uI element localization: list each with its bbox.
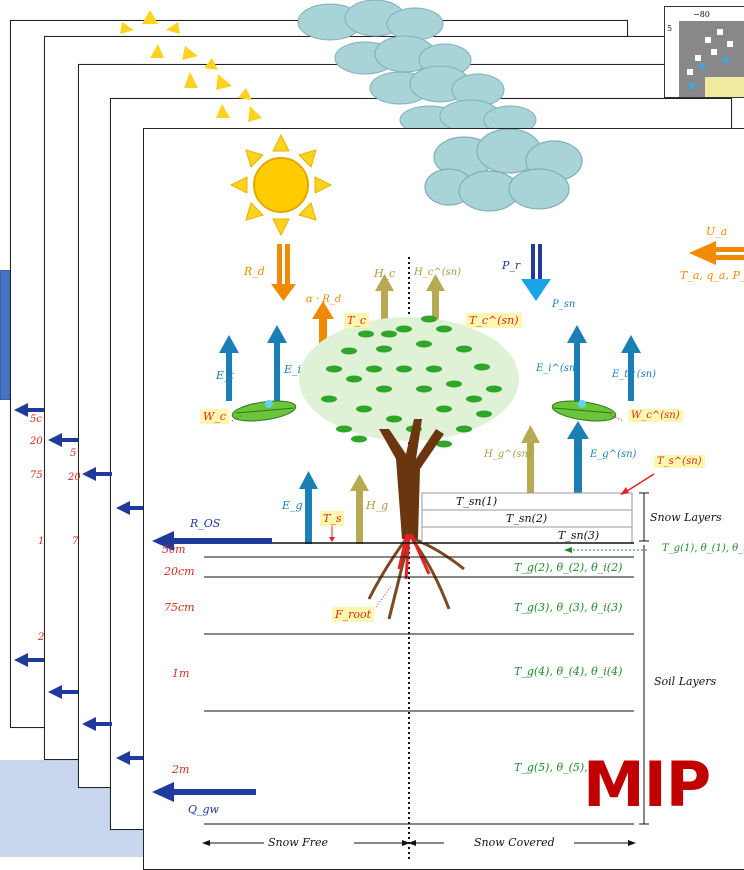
label-wc-sn: W_c^(sn) (628, 409, 683, 422)
label-hg-sn: H_g^(sn) (484, 449, 532, 460)
label-ts-sn: T_s^(sn) (654, 455, 705, 468)
label-layer-4: T_g(4), θ_(4), θ_i(4) (514, 665, 623, 678)
label-soil-layers: Soil Layers (654, 675, 717, 688)
label-forcing: T_a, q_a, P_ (680, 269, 744, 282)
label-layer-2: T_g(2), θ_(2), θ_i(2) (514, 561, 623, 574)
label-eg: E_g (282, 499, 303, 512)
label-ei-sn: E_i^(sn) (536, 363, 580, 374)
label-eg-sn: E_g^(sn) (590, 449, 637, 460)
label-rd: R_d (244, 265, 265, 278)
label-snow-free: Snow Free (268, 836, 329, 849)
label-hc: H_c (374, 267, 396, 280)
stub-label: 7 (72, 536, 79, 547)
label-alpha-rd: α · R_d (306, 294, 342, 305)
tree-canopy-icon (299, 315, 519, 448)
label-psn: P_sn (552, 299, 576, 310)
stub-label: 20 (68, 472, 81, 483)
label-snow-layers: Snow Layers (650, 511, 722, 524)
label-et: E_t (216, 369, 234, 382)
mip-stamp: MIP (583, 748, 711, 821)
stub-label: 1 (38, 536, 45, 547)
label-qgw: Q_gw (188, 803, 219, 816)
stub-label: 5 (70, 448, 77, 459)
label-hg: H_g (366, 499, 389, 512)
label-depth-1m: 1m (172, 667, 190, 680)
stub-label: 2 (38, 632, 45, 643)
label-depth-2m: 2m (172, 763, 190, 776)
label-pr: P_r (502, 259, 521, 272)
label-depth-75cm: 75cm (164, 601, 195, 614)
cloud-icon (424, 129, 583, 212)
label-tc-sn: T_c^(sn) (466, 313, 522, 328)
diagram-graphics (152, 129, 744, 859)
label-tsn3: T_sn(3) (558, 529, 600, 542)
label-froot: F_root (332, 607, 375, 622)
svg-text:5: 5 (667, 24, 672, 33)
heatmap-thumbnail: −80 5 (664, 6, 744, 98)
label-snow-covered: Snow Covered (474, 836, 555, 849)
sun-icon (229, 133, 333, 237)
label-ts: T_s (320, 511, 345, 526)
label-tc: T_c (344, 313, 369, 328)
label-et-sn: E_t^(sn) (612, 369, 657, 380)
label-tsn1: T_sn(1) (456, 495, 498, 508)
svg-text:−80: −80 (693, 10, 710, 19)
label-tsn2: T_sn(2) (506, 512, 548, 525)
label-layer-1: T_g(1), θ_(1), θ_i( (662, 543, 744, 554)
label-layer-5: T_g(5), θ_(5), θ_ (514, 761, 604, 774)
label-wc: W_c (200, 409, 229, 424)
label-depth-20cm: 20cm (164, 565, 195, 578)
land-model-diagram: R_d α · R_d T_c T_c^(sn) H_c H_c^(sn) P_… (143, 128, 744, 870)
stub-label: 75 (30, 470, 43, 481)
label-layer-3: T_g(3), θ_(3), θ_i(3) (514, 601, 623, 614)
stub-label: 20 (30, 436, 43, 447)
label-hc-sn: H_c^(sn) (414, 267, 462, 278)
label-ua: U_a (706, 225, 728, 238)
stub-label: 5c (30, 414, 42, 425)
label-ei: E_i (284, 363, 302, 376)
label-depth-5cm: 5cm (162, 543, 186, 556)
label-ros: R_OS (190, 517, 221, 530)
